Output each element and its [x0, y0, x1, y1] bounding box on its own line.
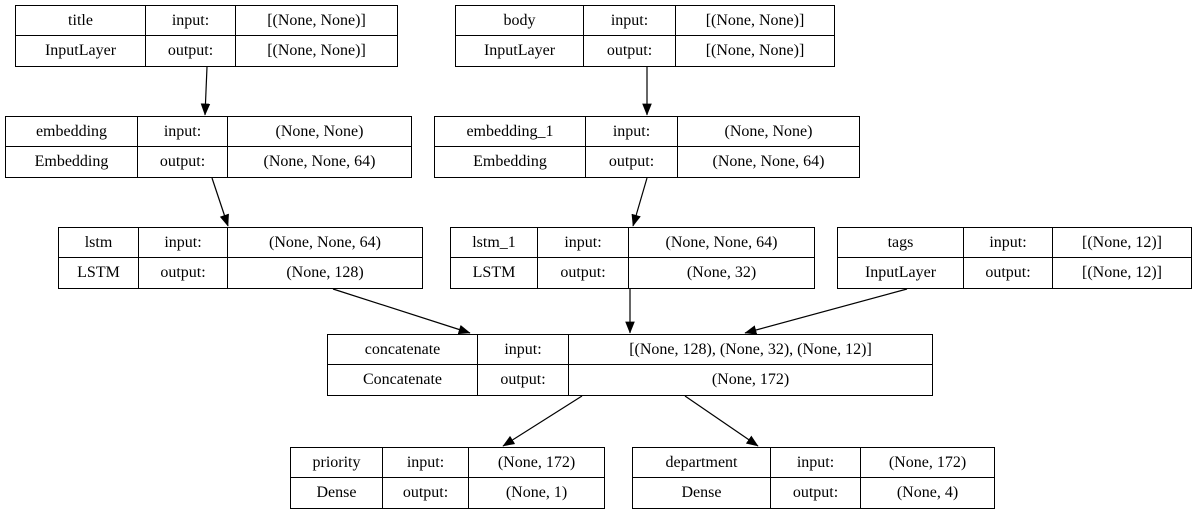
output-shape-cell: (None, 1) — [505, 484, 568, 501]
input-label-cell: input: — [383, 448, 469, 478]
layer-type-cell: Embedding — [435, 147, 586, 177]
layer-name-cell: embedding — [6, 117, 138, 147]
input-label-cell: input: — [478, 335, 569, 365]
input-label-cell: input: — [584, 6, 676, 36]
node-lstm: lstm input: (None, None, 64) LSTM output… — [58, 227, 423, 289]
input-shape-cell: (None, None) — [228, 117, 411, 147]
edge-concatenate-to-department — [684, 395, 759, 447]
layer-type-cell: Dense — [633, 478, 771, 508]
output-shape-cell: (None, 172) — [711, 371, 790, 388]
edge-embedding_1-to-lstm_1 — [631, 177, 648, 227]
edge-embedding-to-lstm — [211, 177, 229, 227]
node-lstm-1: lstm_1 input: (None, None, 64) LSTM outp… — [450, 227, 815, 289]
layer-name-cell: concatenate — [328, 335, 478, 365]
output-shape-cell: (None, 32) — [686, 264, 757, 281]
node-title: title input: [(None, None)] InputLayer o… — [15, 5, 398, 67]
layer-name-cell: embedding_1 — [435, 117, 586, 147]
node-priority: priority input: (None, 172) Dense output… — [290, 447, 605, 509]
layer-name-cell: title — [16, 6, 146, 36]
node-embedding-1: embedding_1 input: (None, None) Embeddin… — [434, 116, 860, 178]
edge-tags-to-concatenate — [744, 288, 908, 335]
input-shape-cell: (None, 172) — [469, 448, 604, 478]
output-shape-cell: [(None, None)] — [705, 42, 805, 59]
input-shape-cell: [(None, 12)] — [1053, 228, 1191, 258]
output-shape-cell: [(None, None)] — [267, 42, 366, 59]
input-shape-cell: (None, None, 64) — [228, 228, 422, 258]
input-shape-cell: [(None, None)] — [236, 6, 397, 36]
layer-name-cell: department — [633, 448, 771, 478]
output-label-cell: output: — [146, 36, 236, 66]
node-tags: tags input: [(None, 12)] InputLayer outp… — [837, 227, 1192, 289]
input-label-cell: input: — [139, 228, 228, 258]
output-label-cell: output: — [584, 36, 676, 66]
input-shape-cell: (None, None, 64) — [629, 228, 814, 258]
input-label-cell: input: — [771, 448, 861, 478]
output-label-cell: output: — [964, 258, 1053, 288]
layer-type-cell: Concatenate — [328, 365, 478, 395]
output-shape-cell: (None, 4) — [896, 484, 959, 501]
node-embedding: embedding input: (None, None) Embedding … — [5, 116, 412, 178]
node-concatenate: concatenate input: [(None, 128), (None, … — [327, 334, 933, 396]
layer-name-cell: lstm_1 — [451, 228, 538, 258]
output-shape-cell: (None, None, 64) — [712, 153, 825, 170]
layer-type-cell: InputLayer — [838, 258, 964, 288]
layer-type-cell: InputLayer — [16, 36, 146, 66]
layer-type-cell: LSTM — [59, 258, 139, 288]
layer-name-cell: lstm — [59, 228, 139, 258]
input-shape-cell: (None, 172) — [861, 448, 994, 478]
output-shape-cell: [(None, 12)] — [1082, 264, 1162, 281]
input-label-cell: input: — [586, 117, 678, 147]
output-label-cell: output: — [383, 478, 469, 508]
input-shape-cell: [(None, None)] — [676, 6, 834, 36]
input-shape-cell: [(None, 128), (None, 32), (None, 12)] — [569, 335, 932, 365]
layer-name-cell: priority — [291, 448, 383, 478]
output-label-cell: output: — [138, 147, 228, 177]
input-label-cell: input: — [146, 6, 236, 36]
layer-type-cell: Dense — [291, 478, 383, 508]
output-label-cell: output: — [586, 147, 678, 177]
input-label-cell: input: — [538, 228, 629, 258]
input-shape-cell: (None, None) — [678, 117, 859, 147]
node-department: department input: (None, 172) Dense outp… — [632, 447, 995, 509]
output-label-cell: output: — [538, 258, 629, 288]
layer-type-cell: Embedding — [6, 147, 138, 177]
node-body: body input: [(None, None)] InputLayer ou… — [455, 5, 835, 67]
layer-name-cell: tags — [838, 228, 964, 258]
input-label-cell: input: — [138, 117, 228, 147]
input-label-cell: input: — [964, 228, 1053, 258]
layer-type-cell: LSTM — [451, 258, 538, 288]
edge-concatenate-to-priority — [502, 395, 583, 447]
output-label-cell: output: — [771, 478, 861, 508]
output-shape-cell: (None, 128) — [286, 264, 364, 281]
layer-name-cell: body — [456, 6, 584, 36]
edge-title-to-embedding — [200, 66, 211, 116]
layer-type-cell: InputLayer — [456, 36, 584, 66]
output-shape-cell: (None, None, 64) — [263, 153, 376, 170]
output-label-cell: output: — [478, 365, 569, 395]
output-label-cell: output: — [139, 258, 228, 288]
edge-lstm-to-concatenate — [332, 288, 471, 335]
